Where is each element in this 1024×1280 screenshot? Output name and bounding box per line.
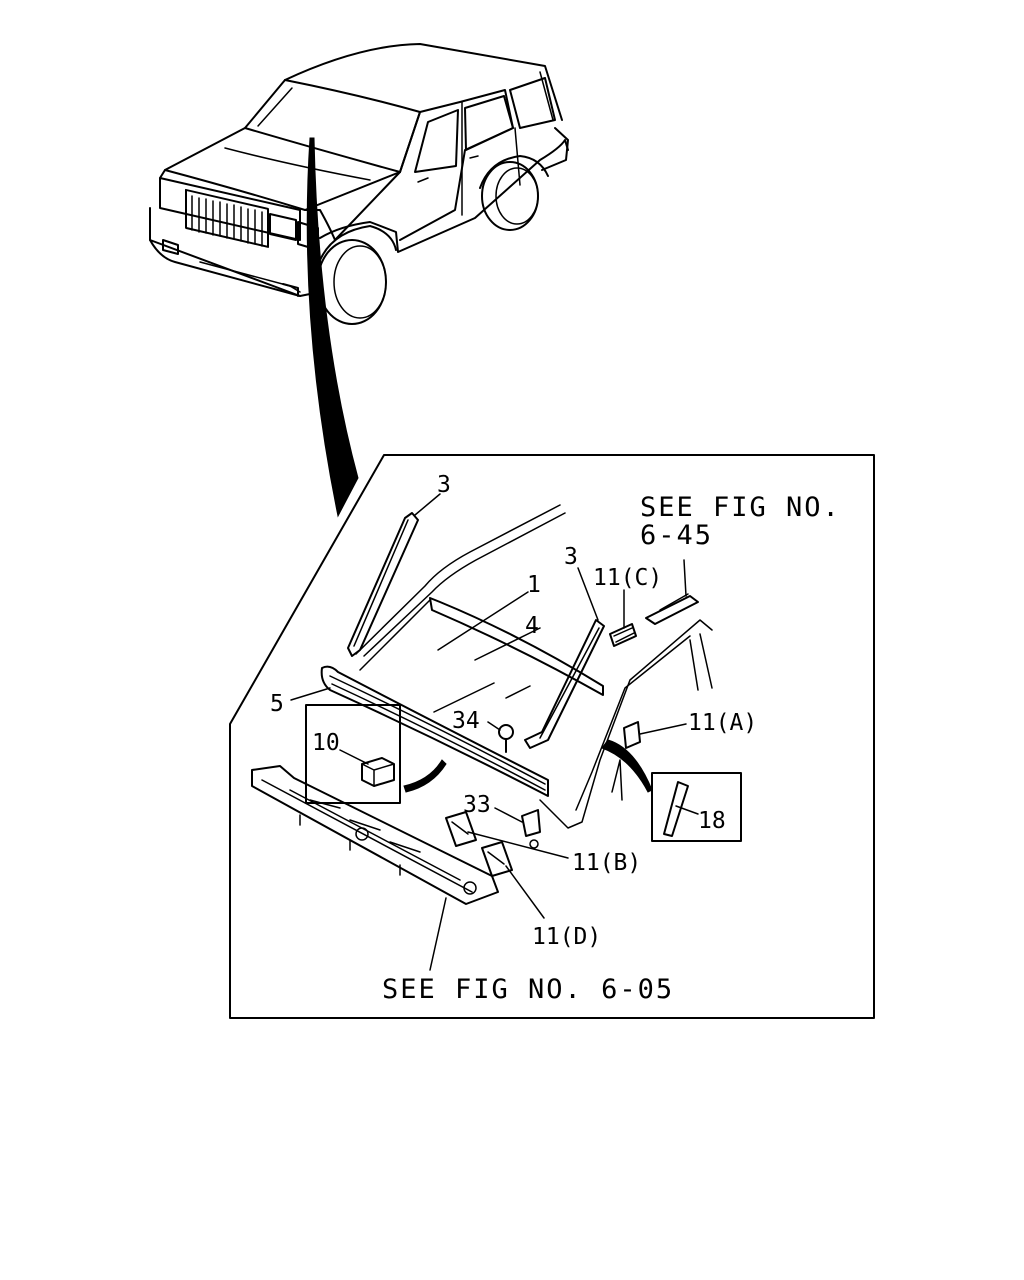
grille-icon (185, 188, 269, 248)
clip-11d-icon (481, 841, 513, 877)
block-10-icon (361, 757, 395, 787)
strip-18-icon (663, 781, 689, 837)
cowl-panel-icon (251, 765, 499, 905)
part-18-box (651, 772, 742, 842)
callout-10: 10 (312, 730, 340, 756)
clip-11b-icon (445, 811, 477, 847)
clip-11c-icon (609, 623, 637, 647)
vehicle-illustration (149, 43, 569, 325)
callout-34: 34 (452, 708, 480, 734)
callout-33: 33 (463, 792, 491, 818)
callout-18: 18 (698, 808, 726, 834)
callout-5: 5 (270, 691, 284, 717)
detail-frame (229, 454, 875, 1019)
leader-lines (290, 493, 699, 971)
callout-11b: 11(B) (572, 850, 641, 876)
callout-4: 4 (525, 613, 539, 639)
callout-3-right: 3 (564, 544, 578, 570)
callout-11c: 11(C) (593, 565, 662, 591)
detail-parts (251, 504, 742, 905)
zoom-pointer (306, 137, 359, 518)
callout-1: 1 (527, 572, 541, 598)
callout-11a: 11(A) (688, 710, 757, 736)
part-10-box (305, 704, 401, 804)
ref-top-line1: SEE FIG NO. (640, 492, 841, 523)
callout-3-top: 3 (437, 472, 451, 498)
bracket-33-icon (521, 809, 541, 849)
callout-11d: 11(D) (532, 924, 601, 950)
ref-bottom: SEE FIG NO. 6-05 (382, 974, 674, 1005)
screw-34-icon (498, 724, 514, 753)
clip-11a-icon (623, 721, 641, 749)
ref-top-line2: 6-45 (640, 520, 713, 551)
